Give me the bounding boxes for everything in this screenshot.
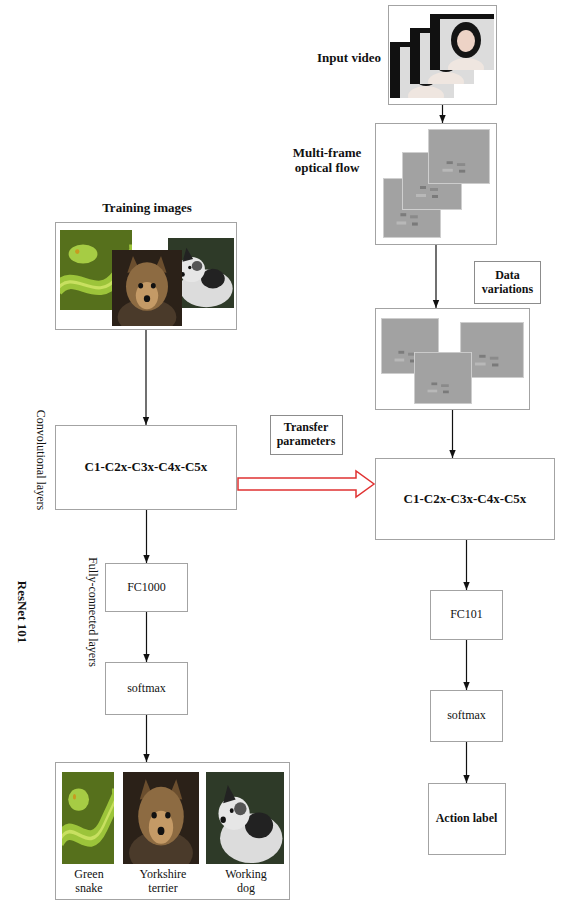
heading-box: Data variations (474, 261, 541, 304)
terrier-image (112, 250, 182, 335)
node-heading: Input video (297, 51, 381, 66)
node-text: softmax (127, 682, 166, 696)
node-text: C1-C2x-C3x-C4x-C5x (404, 492, 527, 507)
layer-group-label: Convolutional layers (33, 410, 48, 510)
optical-flow-frame (428, 129, 490, 184)
flow-arrow (146, 612, 147, 662)
node-heading: Green snake (63, 868, 115, 896)
video-box: Input video (388, 5, 497, 105)
conv-layers-box: C1-C2x-C3x-C4x-C5x (55, 425, 237, 510)
node-text: FC101 (450, 608, 483, 622)
snake-image (59, 772, 116, 864)
optical-flow-box: Multi-frame optical flow (375, 123, 497, 245)
softmax-box: softmax (105, 662, 188, 715)
flow-arrow (466, 742, 467, 783)
network-name: ResNet 101 (14, 581, 30, 643)
flow-arrow (146, 510, 147, 563)
layer-group-label: Fully-connected layers (85, 557, 100, 667)
node-heading: Yorkshire terrier (124, 868, 202, 896)
prediction-images-box: Green snake Yorkshire terrier Working dog (55, 762, 290, 900)
fc-layer-box: FC101 (430, 590, 503, 640)
training-images-box: Training images (55, 222, 237, 330)
node-heading: Working dog (216, 868, 276, 896)
conv-layers-box: C1-C2x-C3x-C4x-C5x (375, 458, 555, 540)
node-text: Action label (436, 812, 498, 826)
data-variation-box: Data variations (375, 308, 530, 410)
terrier-image (123, 772, 199, 875)
flow-arrow (145, 330, 146, 425)
flow-arrow (466, 640, 467, 690)
flow-arrow (466, 540, 467, 590)
softmax-box: softmax (430, 690, 503, 742)
transfer-arrow (238, 471, 374, 497)
flow-arrow (442, 105, 443, 123)
video-frame (430, 14, 494, 78)
dog-image (206, 772, 284, 864)
flow-arrow (452, 410, 453, 458)
output-box: Action label (428, 783, 506, 855)
node-heading: Training images (56, 201, 238, 216)
flow-arrow (146, 715, 147, 762)
flow-arrow (435, 245, 436, 308)
variation-frame (414, 352, 472, 404)
fc-layer-box: FC1000 (105, 563, 188, 612)
node-text: softmax (447, 709, 486, 723)
node-text: FC1000 (127, 581, 166, 595)
edge-label: Transfer parameters (270, 415, 343, 455)
node-heading: Multi-frame optical flow (284, 146, 370, 176)
node-text: C1-C2x-C3x-C4x-C5x (85, 460, 208, 475)
